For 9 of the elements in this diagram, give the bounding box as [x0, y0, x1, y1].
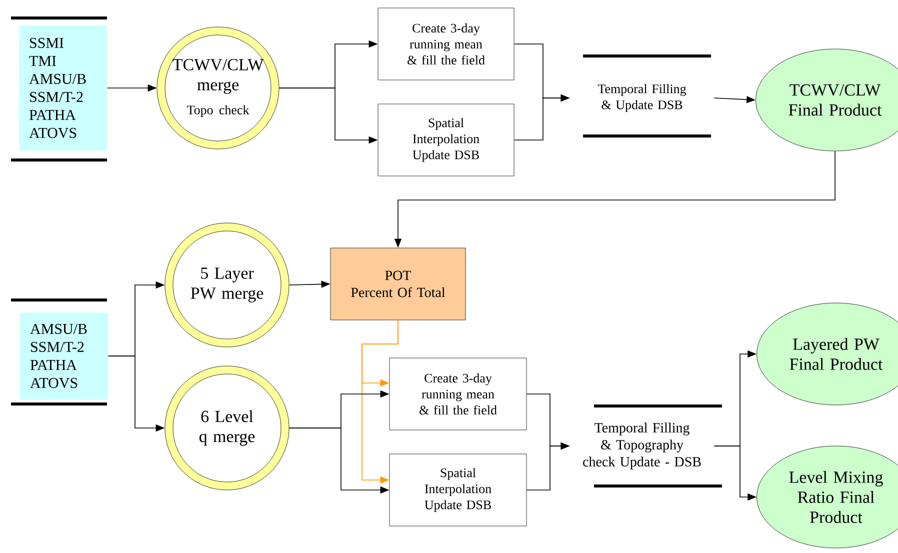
data-store: Temporal Filling & Update DSB [583, 54, 711, 138]
process-box: POT Percent Of Total [330, 248, 466, 320]
source-list-box: AMSU/B SSM/T-2 PATHA ATOVS [11, 298, 108, 406]
process-box: Spatial Interpolation Update DSB [378, 104, 514, 176]
process-box: Create 3-day running mean & fill the field [378, 8, 514, 80]
process-box: Create 3-day running mean & fill the field [389, 358, 527, 430]
process-box: Spatial Interpolation Update DSB [389, 454, 527, 526]
source-list-box: SSMI TMI AMSU/B SSM/T-2 PATHA ATOVS [11, 16, 107, 162]
data-store: Temporal Filling & Topography check Update - DSB [583, 404, 722, 488]
